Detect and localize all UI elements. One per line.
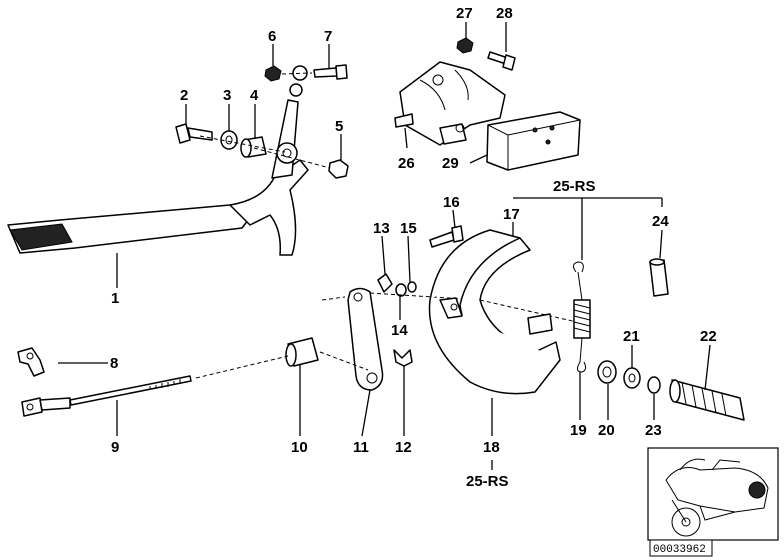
bushing-4 — [240, 136, 267, 158]
clip-8 — [17, 347, 45, 377]
nut-5 — [328, 159, 349, 179]
callout-22: 22 — [700, 328, 717, 345]
washer-21 — [623, 367, 641, 389]
oring-23 — [647, 376, 661, 394]
bolt-2 — [175, 123, 213, 144]
brake-pedal — [7, 65, 309, 256]
callout-29: 29 — [442, 155, 459, 172]
nut-6 — [264, 65, 282, 82]
lever-11 — [347, 287, 384, 391]
callout-5: 5 — [335, 118, 343, 135]
brake-rod-9 — [21, 375, 192, 417]
callout-1: 1 — [111, 290, 119, 307]
callout-11: 11 — [353, 439, 369, 456]
motorcycle-thumbnail — [647, 447, 779, 541]
washer-20 — [597, 360, 617, 384]
screw-7 — [313, 64, 348, 80]
callout-20: 20 — [598, 422, 615, 439]
leader-lines — [58, 22, 711, 470]
spring-19 — [572, 261, 591, 373]
callout-28: 28 — [496, 5, 513, 22]
callout-24: 24 — [652, 213, 669, 230]
callout-18: 18 — [483, 439, 500, 456]
nut-27 — [456, 37, 474, 54]
callout-25-rs-bottom: 25-RS — [466, 473, 509, 490]
callout-17: 17 — [503, 206, 520, 223]
clip-13 — [377, 273, 393, 293]
callout-16: 16 — [443, 194, 460, 211]
callout-8: 8 — [110, 355, 118, 372]
callout-25-rs-top: 25-RS — [553, 178, 596, 195]
callout-13: 13 — [373, 220, 390, 237]
screw-16 — [429, 225, 464, 248]
callout-21: 21 — [623, 328, 640, 345]
callout-26: 26 — [398, 155, 415, 172]
callout-labels: 1 2 3 4 5 6 7 8 9 10 11 12 13 14 15 16 1… — [110, 5, 717, 490]
brake-shoe-18 — [428, 229, 561, 395]
callout-19: 19 — [570, 422, 587, 439]
callout-2: 2 — [180, 87, 188, 104]
callout-6: 6 — [268, 28, 276, 45]
callout-7: 7 — [324, 28, 332, 45]
callout-14: 14 — [391, 322, 408, 339]
image-id-box: 00033962 — [649, 539, 713, 557]
rubber-pad-29 — [486, 111, 581, 171]
callout-15: 15 — [400, 220, 417, 237]
wing-nut-12 — [393, 349, 413, 367]
sleeve-10 — [285, 337, 319, 367]
adjuster-22 — [669, 379, 745, 421]
callout-12: 12 — [395, 439, 412, 456]
callout-10: 10 — [291, 439, 308, 456]
callout-27: 27 — [456, 5, 473, 22]
callout-23: 23 — [645, 422, 662, 439]
washers-14-15 — [395, 281, 417, 297]
callout-4: 4 — [250, 87, 259, 104]
bushing-24 — [649, 258, 669, 297]
bracket-26 — [394, 61, 506, 146]
callout-3: 3 — [223, 87, 231, 104]
image-id: 00033962 — [653, 544, 706, 556]
callout-9: 9 — [111, 439, 119, 456]
screw-28 — [487, 51, 516, 71]
